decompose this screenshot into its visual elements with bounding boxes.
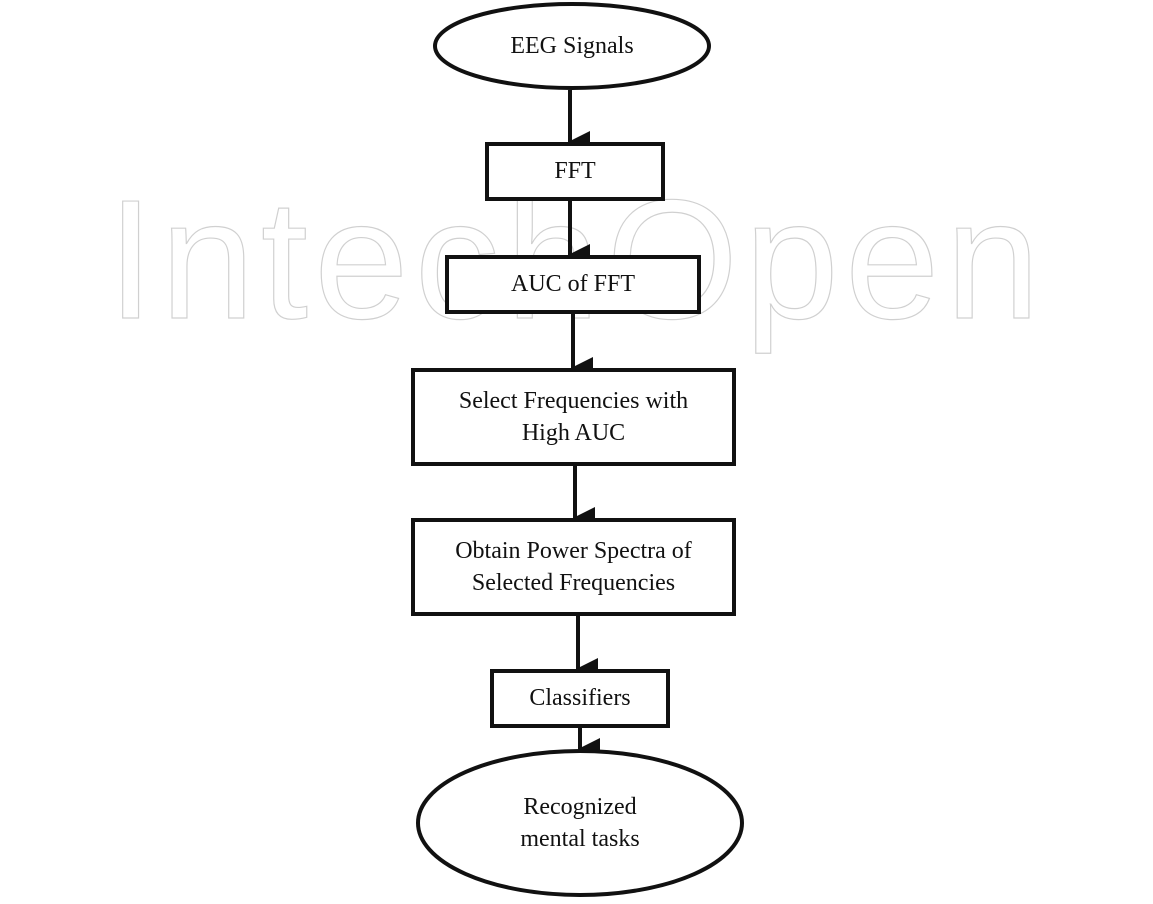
- select-frequencies-label-line: High AUC: [521, 420, 626, 446]
- recognized-mental-tasks-node: [416, 749, 744, 897]
- eeg-signals-label: EEG Signals: [435, 4, 709, 88]
- classifiers-label: Classifiers: [492, 671, 668, 726]
- obtain-power-spectra-label-line: Selected Frequencies: [471, 570, 676, 596]
- eeg-signals-node: [433, 2, 711, 90]
- fft-node: [485, 142, 665, 201]
- auc-of-fft-node: [445, 255, 701, 314]
- eeg-signals-label-line: EEG Signals: [510, 32, 634, 59]
- fft-label-line: FFT: [554, 158, 596, 185]
- obtain-power-spectra-label: Obtain Power Spectra of Selected Frequenc…: [413, 520, 734, 614]
- classifiers-label-line: Classifiers: [529, 685, 631, 712]
- obtain-power-spectra-label-line: Obtain Power Spectra of: [455, 537, 692, 564]
- fft-label: FFT: [487, 144, 663, 199]
- auc-of-fft-label-line: AUC of FFT: [510, 271, 636, 298]
- auc-of-fft-label: AUC of FFT: [447, 257, 699, 312]
- edges-layer: [568, 90, 600, 760]
- recognized-mental-tasks-label-line: Recognized: [523, 793, 637, 820]
- obtain-power-spectra-node: [411, 518, 736, 616]
- nodes-layer: [411, 2, 744, 897]
- recognized-mental-tasks-label-line: mental tasks: [520, 826, 640, 852]
- select-frequencies-node: [411, 368, 736, 466]
- recognized-mental-tasks-label: Recognized mental tasks: [418, 751, 742, 895]
- classifiers-node: [490, 669, 670, 728]
- select-frequencies-label-line: Select Frequencies with: [458, 387, 689, 414]
